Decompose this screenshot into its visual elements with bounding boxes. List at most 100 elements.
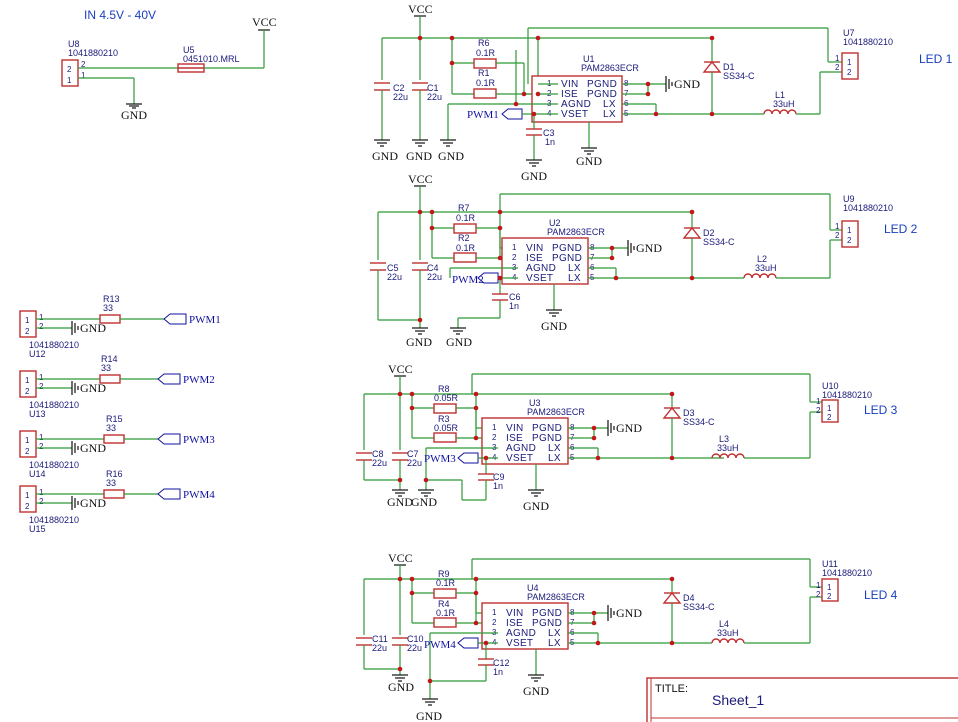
ch-rb-value: 0.05R: [434, 423, 459, 433]
ch-ic-ref: U2: [549, 218, 561, 228]
ch-ic-pin-label: VSET: [506, 638, 533, 649]
svg-text:2: 2: [816, 590, 821, 599]
ch-gnd-label: GND: [521, 169, 547, 183]
pwm-header-4: 12 12 GND R16 33 PWM4 1041880210 U15: [19, 469, 215, 534]
ch-gnd-label: GND: [411, 495, 437, 509]
title-label: TITLE:: [655, 683, 688, 695]
pwm-resistor: [103, 489, 125, 499]
pwm-gnd-label: GND: [80, 496, 106, 510]
ch-cset-ref: C6: [509, 292, 521, 302]
pwm-conn-ref: U13: [29, 409, 46, 419]
ch-ic-pin-label: VIN: [526, 243, 544, 254]
ch-conn-ref: U9: [843, 194, 855, 204]
svg-text:1: 1: [39, 373, 44, 382]
svg-text:1: 1: [25, 491, 30, 500]
pwm-res-value: 33: [106, 478, 116, 488]
ch-gnd-label: GND: [387, 495, 413, 509]
ch-pwm-label: PWM1: [467, 109, 499, 121]
ch-ind-value: 33uH: [755, 263, 777, 273]
ch-cin-a-value: 22u: [387, 272, 402, 282]
svg-text:1: 1: [847, 226, 852, 235]
ch-ic-pin-label: LX: [548, 453, 561, 464]
ch-output-connector: [821, 578, 839, 602]
pwm-conn-ref: U12: [29, 349, 46, 359]
ch-ic-pin-label: LX: [603, 109, 616, 120]
ch-ic-pin-label: AGND: [561, 99, 591, 110]
ch-diode: [682, 226, 702, 239]
pwm-gnd-label: GND: [80, 381, 106, 395]
ch-led-label: LED 1: [919, 52, 953, 66]
ch-gnd-label: GND: [674, 77, 700, 91]
ch-ic-pin-label: ISE: [506, 433, 523, 444]
ch-ic-pin-label: AGND: [526, 263, 556, 274]
ch-gnd-label: GND: [616, 606, 642, 620]
ch-ind-value: 33uH: [773, 99, 795, 109]
pwm-res-value: 33: [103, 303, 113, 313]
input-conn-value: 1041880210: [68, 48, 118, 58]
ch-sense-resistor-b: [433, 432, 457, 443]
pwm-net-flag: [157, 373, 181, 385]
ch-cin-a-ref: C2: [393, 83, 405, 93]
ch-ic-pin-label: VSET: [506, 453, 533, 464]
ch-conn-value: 1041880210: [843, 37, 893, 47]
svg-text:2: 2: [81, 60, 86, 69]
svg-text:1: 1: [25, 376, 30, 385]
svg-text:2: 2: [25, 387, 30, 396]
svg-text:1: 1: [39, 488, 44, 497]
svg-text:1: 1: [835, 54, 840, 63]
pwm-conn-value: 1041880210: [29, 460, 79, 470]
ch-gnd-label: GND: [406, 335, 432, 349]
svg-text:1: 1: [816, 397, 821, 406]
ch-cset-ref: C12: [493, 658, 510, 668]
fuse-value: 0451010.MRL: [183, 54, 240, 64]
ch-rb-ref: R4: [438, 599, 450, 609]
ch-sense-resistor-b: [473, 88, 497, 99]
ch-ic-pin-label: ISE: [506, 618, 523, 629]
ch-led-label: LED 3: [864, 403, 898, 417]
ch-ra-value: 0.1R: [436, 578, 456, 588]
ch-ic-ref: U4: [527, 583, 539, 593]
ch-rb-value: 0.1R: [456, 243, 476, 253]
pwm-header-1: 12 12 GND R13 33 PWM1 1041880210 U12: [19, 294, 221, 359]
svg-text:2: 2: [512, 253, 517, 262]
svg-text:2: 2: [827, 413, 832, 422]
ch-cin-b-value: 22u: [407, 458, 422, 468]
ch-ic-pin-label: PGND: [587, 79, 617, 90]
ch-ic-pin-label: VIN: [561, 79, 579, 90]
ch-diode-value: SS34-C: [683, 417, 715, 427]
ch-ic-pin-label: PGND: [532, 423, 562, 434]
channel-3: VCC C8 22u C7 22u GND R8 0.05R R3 0.05R …: [356, 362, 898, 513]
pwm-res-ref: R15: [106, 414, 123, 424]
pwm-res-value: 33: [101, 363, 111, 373]
ch-gnd-label: GND: [416, 709, 442, 722]
pwm-conn-value: 1041880210: [29, 340, 79, 350]
ch-ind-ref: L3: [719, 434, 729, 444]
input-conn-ref: U8: [68, 39, 80, 49]
ch-gnd-label: GND: [541, 319, 567, 333]
ch-diode-ref: D1: [723, 62, 735, 72]
ch-ic-pin-label: VSET: [526, 273, 553, 284]
ch-diode: [662, 406, 682, 419]
ch-conn-ref: U11: [822, 559, 838, 569]
ch-cin-a-value: 22u: [372, 643, 387, 653]
ch-sense-resistor-a: [453, 223, 477, 234]
svg-text:1: 1: [492, 423, 497, 432]
ch-ic-pin-label: VIN: [506, 423, 524, 434]
svg-text:1: 1: [816, 581, 821, 590]
ch-diode-value: SS34-C: [723, 71, 755, 81]
ch-rb-value: 0.1R: [436, 608, 456, 618]
pwm-header-2: 12 12 GND R14 33 PWM2 1041880210 U13: [19, 354, 215, 419]
svg-text:1: 1: [25, 436, 30, 445]
ch-diode-ref: D2: [703, 228, 715, 238]
pwm-resistor: [99, 374, 121, 384]
ch-output-connector: [841, 220, 859, 248]
ch-ic-pin-label: LX: [603, 99, 616, 110]
svg-text:1: 1: [827, 404, 832, 413]
pwm-connector: [19, 485, 37, 513]
ch-pwm-label: PWM2: [452, 274, 484, 286]
ch-ic-pin-label: LX: [548, 443, 561, 454]
ch-cin-a-ref: C11: [372, 634, 388, 644]
ch-ind-ref: L1: [775, 90, 785, 100]
svg-text:2: 2: [25, 447, 30, 456]
pwm-net-label: PWM1: [189, 314, 221, 326]
